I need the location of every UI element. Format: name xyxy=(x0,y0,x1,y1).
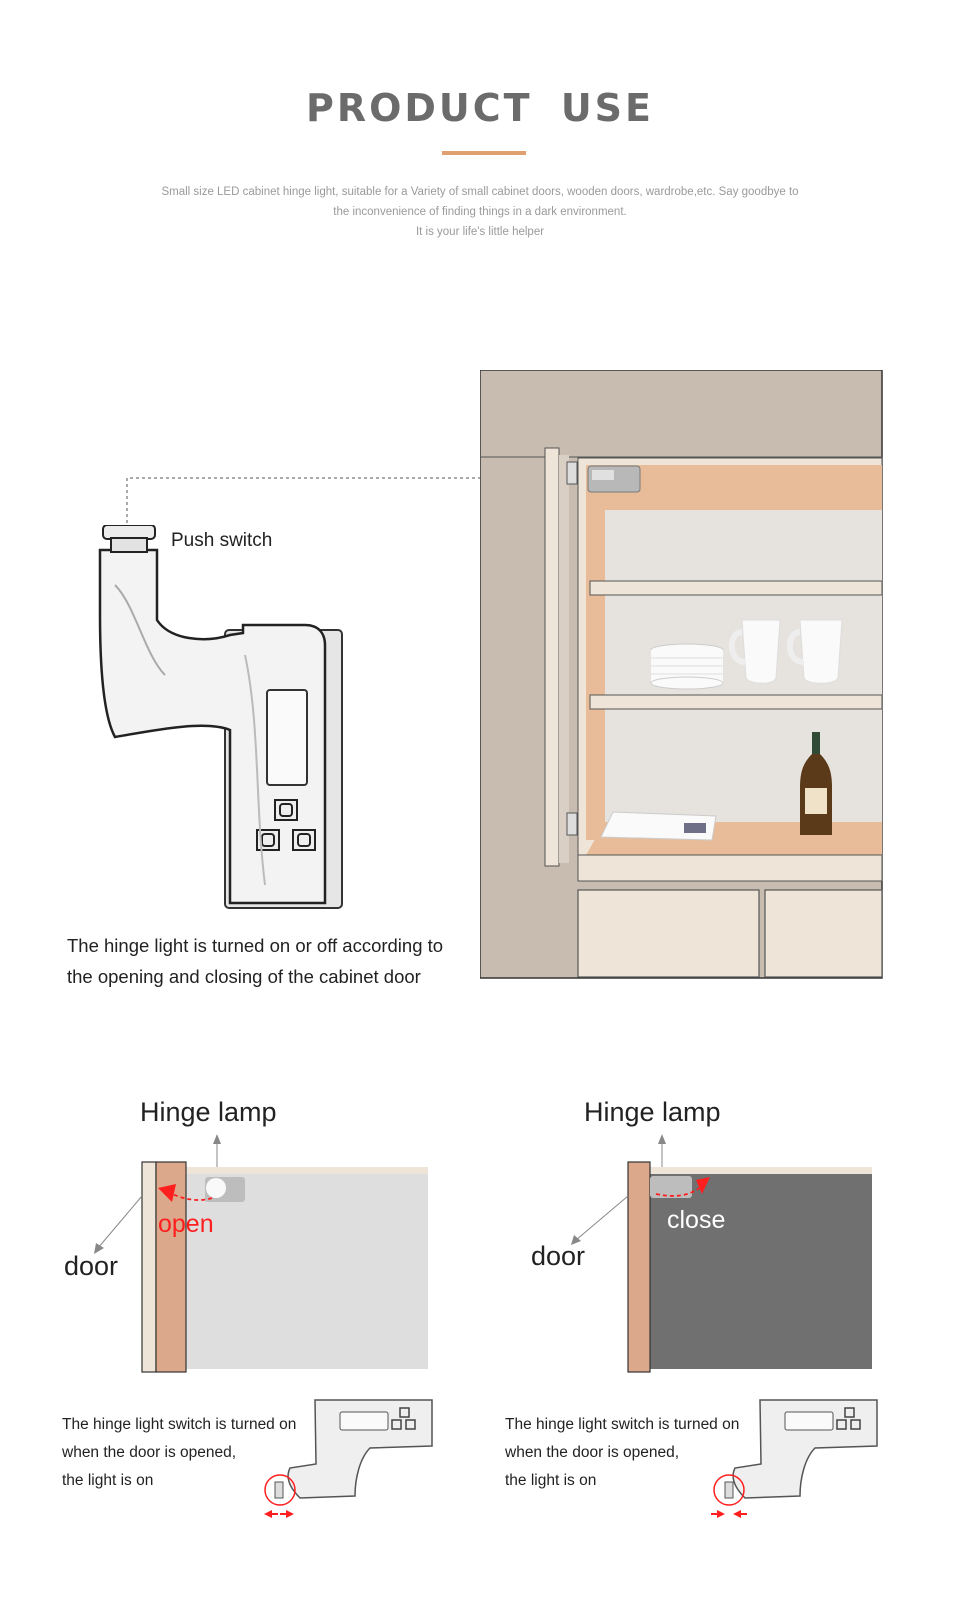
push-switch-icon xyxy=(264,1399,433,1518)
door-label-close: door xyxy=(531,1241,586,1271)
close-caption-line-2: when the door is opened, xyxy=(505,1444,680,1461)
door-open-diagram xyxy=(94,1134,428,1373)
title-accent-bar xyxy=(442,151,526,155)
hinge-lamp-icon xyxy=(205,1177,245,1202)
hinge-caption-line-1: The hinge light is turned on or off acco… xyxy=(67,935,444,956)
plate-stack-icon xyxy=(650,643,724,690)
push-switch-icon xyxy=(711,1399,878,1518)
intro-line-2: the inconvenience of finding things in a… xyxy=(333,206,627,218)
wine-bottle-icon xyxy=(800,732,832,835)
hinge-caption-line-2: the opening and closing of the cabinet d… xyxy=(67,966,421,987)
door-close-diagram xyxy=(571,1134,872,1373)
door-label-open: door xyxy=(64,1251,119,1281)
close-caption: The hinge light switch is turned on when… xyxy=(505,1411,739,1495)
hinge-lamp-icon xyxy=(587,465,641,493)
page-title: PRODUCT USE xyxy=(305,86,655,130)
hinge-caption: The hinge light is turned on or off acco… xyxy=(67,930,443,992)
hinge-lamp-label-close: Hinge lamp xyxy=(584,1097,721,1127)
open-caption-line-1: The hinge light switch is turned on xyxy=(62,1416,297,1433)
close-state-label: close xyxy=(667,1206,726,1234)
push-switch-icon xyxy=(98,525,343,909)
intro-line-1: Small size LED cabinet hinge light, suit… xyxy=(161,186,799,198)
push-switch-label: Push switch xyxy=(171,530,273,551)
cabinet-illustration xyxy=(480,370,883,979)
open-caption: The hinge light switch is turned on when… xyxy=(62,1411,296,1495)
hinge-lamp-icon xyxy=(650,1176,692,1198)
open-state-label: open xyxy=(158,1210,214,1238)
hinge-lamp-label-open: Hinge lamp xyxy=(140,1097,277,1127)
open-caption-line-3: the light is on xyxy=(62,1472,154,1489)
close-caption-line-3: the light is on xyxy=(505,1472,597,1489)
intro-text: Small size LED cabinet hinge light, suit… xyxy=(100,182,860,242)
intro-line-3: It is your life's little helper xyxy=(415,226,545,238)
open-caption-line-2: when the door is opened, xyxy=(62,1444,237,1461)
cup-icon xyxy=(728,619,843,684)
close-caption-line-1: The hinge light switch is turned on xyxy=(505,1416,740,1433)
